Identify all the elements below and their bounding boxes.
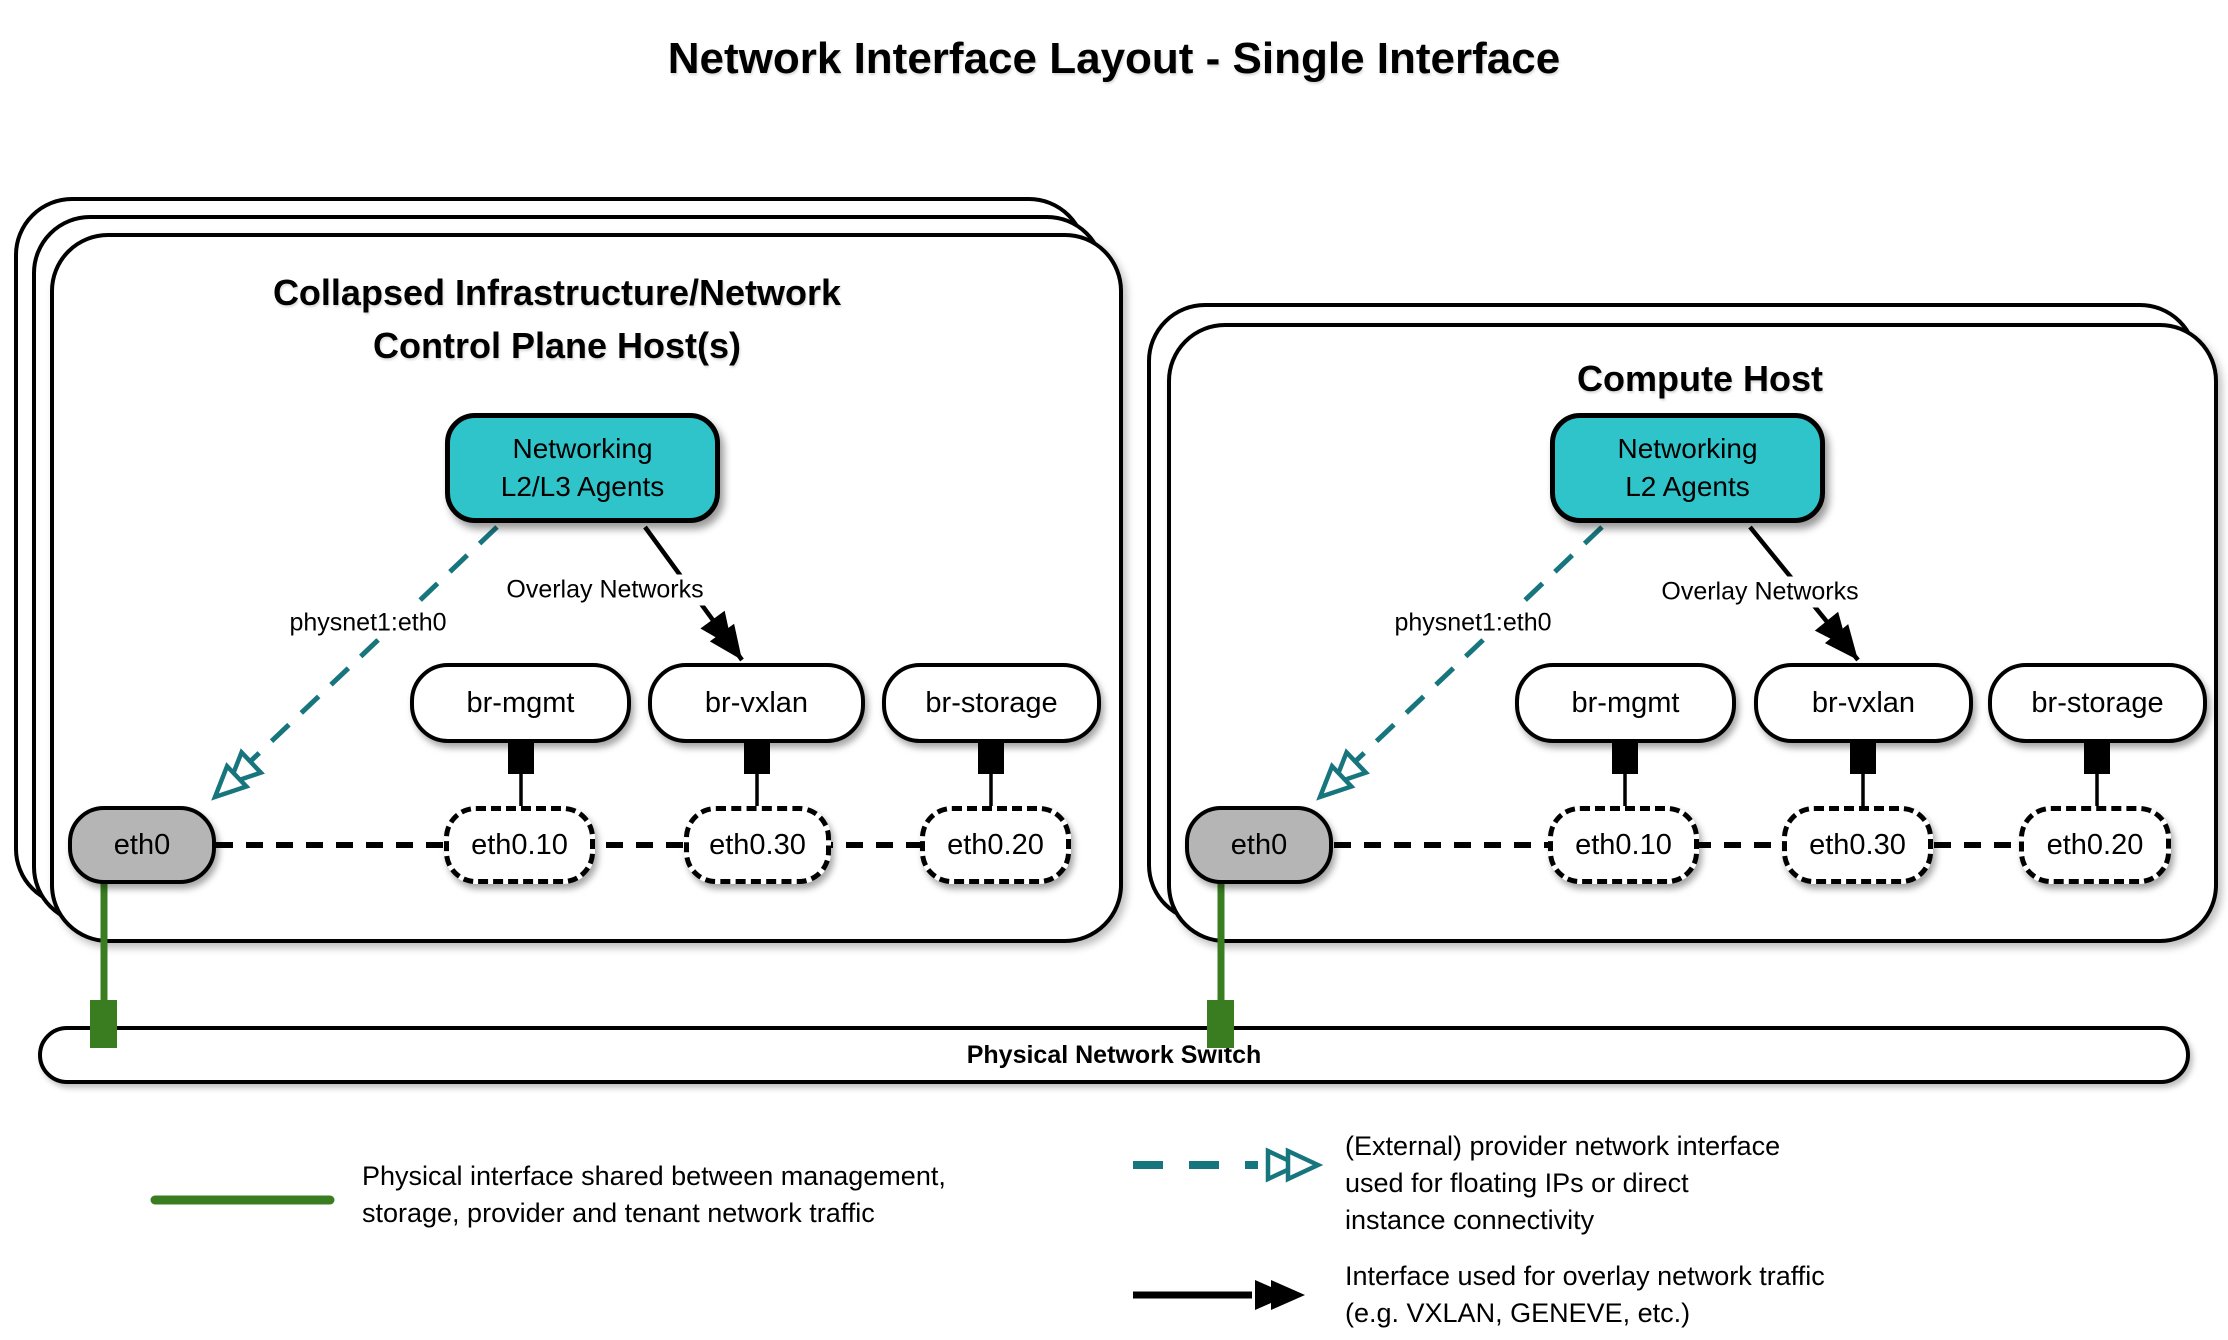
legend-overlay-interface-text: Interface used for overlay network traff…	[1345, 1258, 1825, 1332]
compute-host-title-line1: Compute Host	[1577, 358, 1823, 399]
provider-arrow-label: physnet1:eth0	[285, 607, 451, 639]
eth0-30-label: eth0.30	[709, 828, 806, 861]
eth0-30-label: eth0.30	[1809, 828, 1906, 861]
switch-port	[1207, 1000, 1234, 1048]
eth0-10-label: eth0.10	[471, 828, 568, 861]
control-plane-host-title-line1: Collapsed Infrastructure/Network	[272, 272, 842, 313]
node-networking-agents: Networking L2 Agents	[1550, 413, 1825, 523]
legend-line: storage, provider and tenant network tra…	[362, 1198, 875, 1228]
node-eth0-10: eth0.10	[444, 806, 595, 884]
br-vxlan-label: br-vxlan	[704, 686, 809, 719]
provider-network-arrow	[234, 525, 499, 777]
switch-port	[90, 1000, 117, 1048]
eth0-20-label: eth0.20	[2046, 828, 2144, 861]
node-eth0: eth0	[1185, 806, 1333, 884]
node-networking-agents: Networking L2/L3 Agents	[445, 413, 720, 523]
legend-line: (e.g. VXLAN, GENEVE, etc.)	[1345, 1298, 1691, 1328]
provider-network-arrow	[1339, 525, 1604, 777]
br-mgmt-label: br-mgmt	[1571, 686, 1680, 719]
eth0-label: eth0	[113, 828, 171, 861]
legend-line: Interface used for overlay network traff…	[1345, 1261, 1825, 1291]
node-br-vxlan: br-vxlan	[648, 663, 865, 743]
page-title: Network Interface Layout - Single Interf…	[667, 34, 1561, 83]
node-eth0-30: eth0.30	[1782, 806, 1933, 884]
node-eth0-10: eth0.10	[1548, 806, 1699, 884]
overlay-arrow-label: Overlay Networks	[502, 574, 708, 606]
provider-arrow-label: physnet1:eth0	[1390, 607, 1556, 639]
br-storage-label: br-storage	[2031, 686, 2164, 719]
compute-host-title: Compute Host	[1350, 352, 2050, 405]
node-eth0-30: eth0.30	[684, 806, 831, 884]
node-br-vxlan: br-vxlan	[1754, 663, 1973, 743]
legend-line: Physical interface shared between manage…	[362, 1161, 946, 1191]
legend-line: instance connectivity	[1345, 1205, 1595, 1235]
legend-line: (External) provider network interface	[1345, 1131, 1781, 1161]
control-plane-host-title-line2: Control Plane Host(s)	[372, 325, 741, 366]
br-storage-label: br-storage	[925, 686, 1058, 719]
control-plane-host-title: Collapsed Infrastructure/Network Control…	[207, 266, 907, 372]
legend-provider-interface-text: (External) provider network interface us…	[1345, 1128, 1780, 1239]
overlay-arrow-label: Overlay Networks	[1657, 576, 1863, 608]
overlay-arrowhead-double	[700, 610, 742, 660]
node-eth0: eth0	[68, 806, 216, 884]
br-mgmt-label: br-mgmt	[466, 686, 575, 719]
legend-physical-interface-text: Physical interface shared between manage…	[362, 1158, 946, 1232]
eth0-10-label: eth0.10	[1575, 828, 1672, 861]
eth0-label: eth0	[1230, 828, 1288, 861]
node-br-storage: br-storage	[1988, 663, 2207, 743]
eth0-20-label: eth0.20	[947, 828, 1044, 861]
node-eth0-20: eth0.20	[920, 806, 1071, 884]
node-br-storage: br-storage	[882, 663, 1101, 743]
node-br-mgmt: br-mgmt	[1515, 663, 1736, 743]
agent-label-line1: Networking	[512, 433, 653, 464]
legend-line: used for floating IPs or direct	[1345, 1168, 1689, 1198]
agent-label-line2: L2 Agents	[1625, 471, 1750, 502]
node-br-mgmt: br-mgmt	[410, 663, 631, 743]
agent-label-line2: L2/L3 Agents	[500, 471, 665, 502]
agent-label-line1: Networking	[1617, 433, 1758, 464]
br-vxlan-label: br-vxlan	[1811, 686, 1916, 719]
provider-arrowhead-double-chevron	[1316, 748, 1370, 801]
overlay-arrowhead-double	[1814, 611, 1858, 660]
legend-teal-arrowhead	[1265, 1147, 1324, 1183]
physical-network-switch: Physical Network Switch	[38, 1026, 2190, 1084]
node-eth0-20: eth0.20	[2019, 806, 2171, 884]
provider-arrowhead-double-chevron	[211, 748, 265, 801]
legend-black-arrowhead	[1255, 1280, 1305, 1310]
